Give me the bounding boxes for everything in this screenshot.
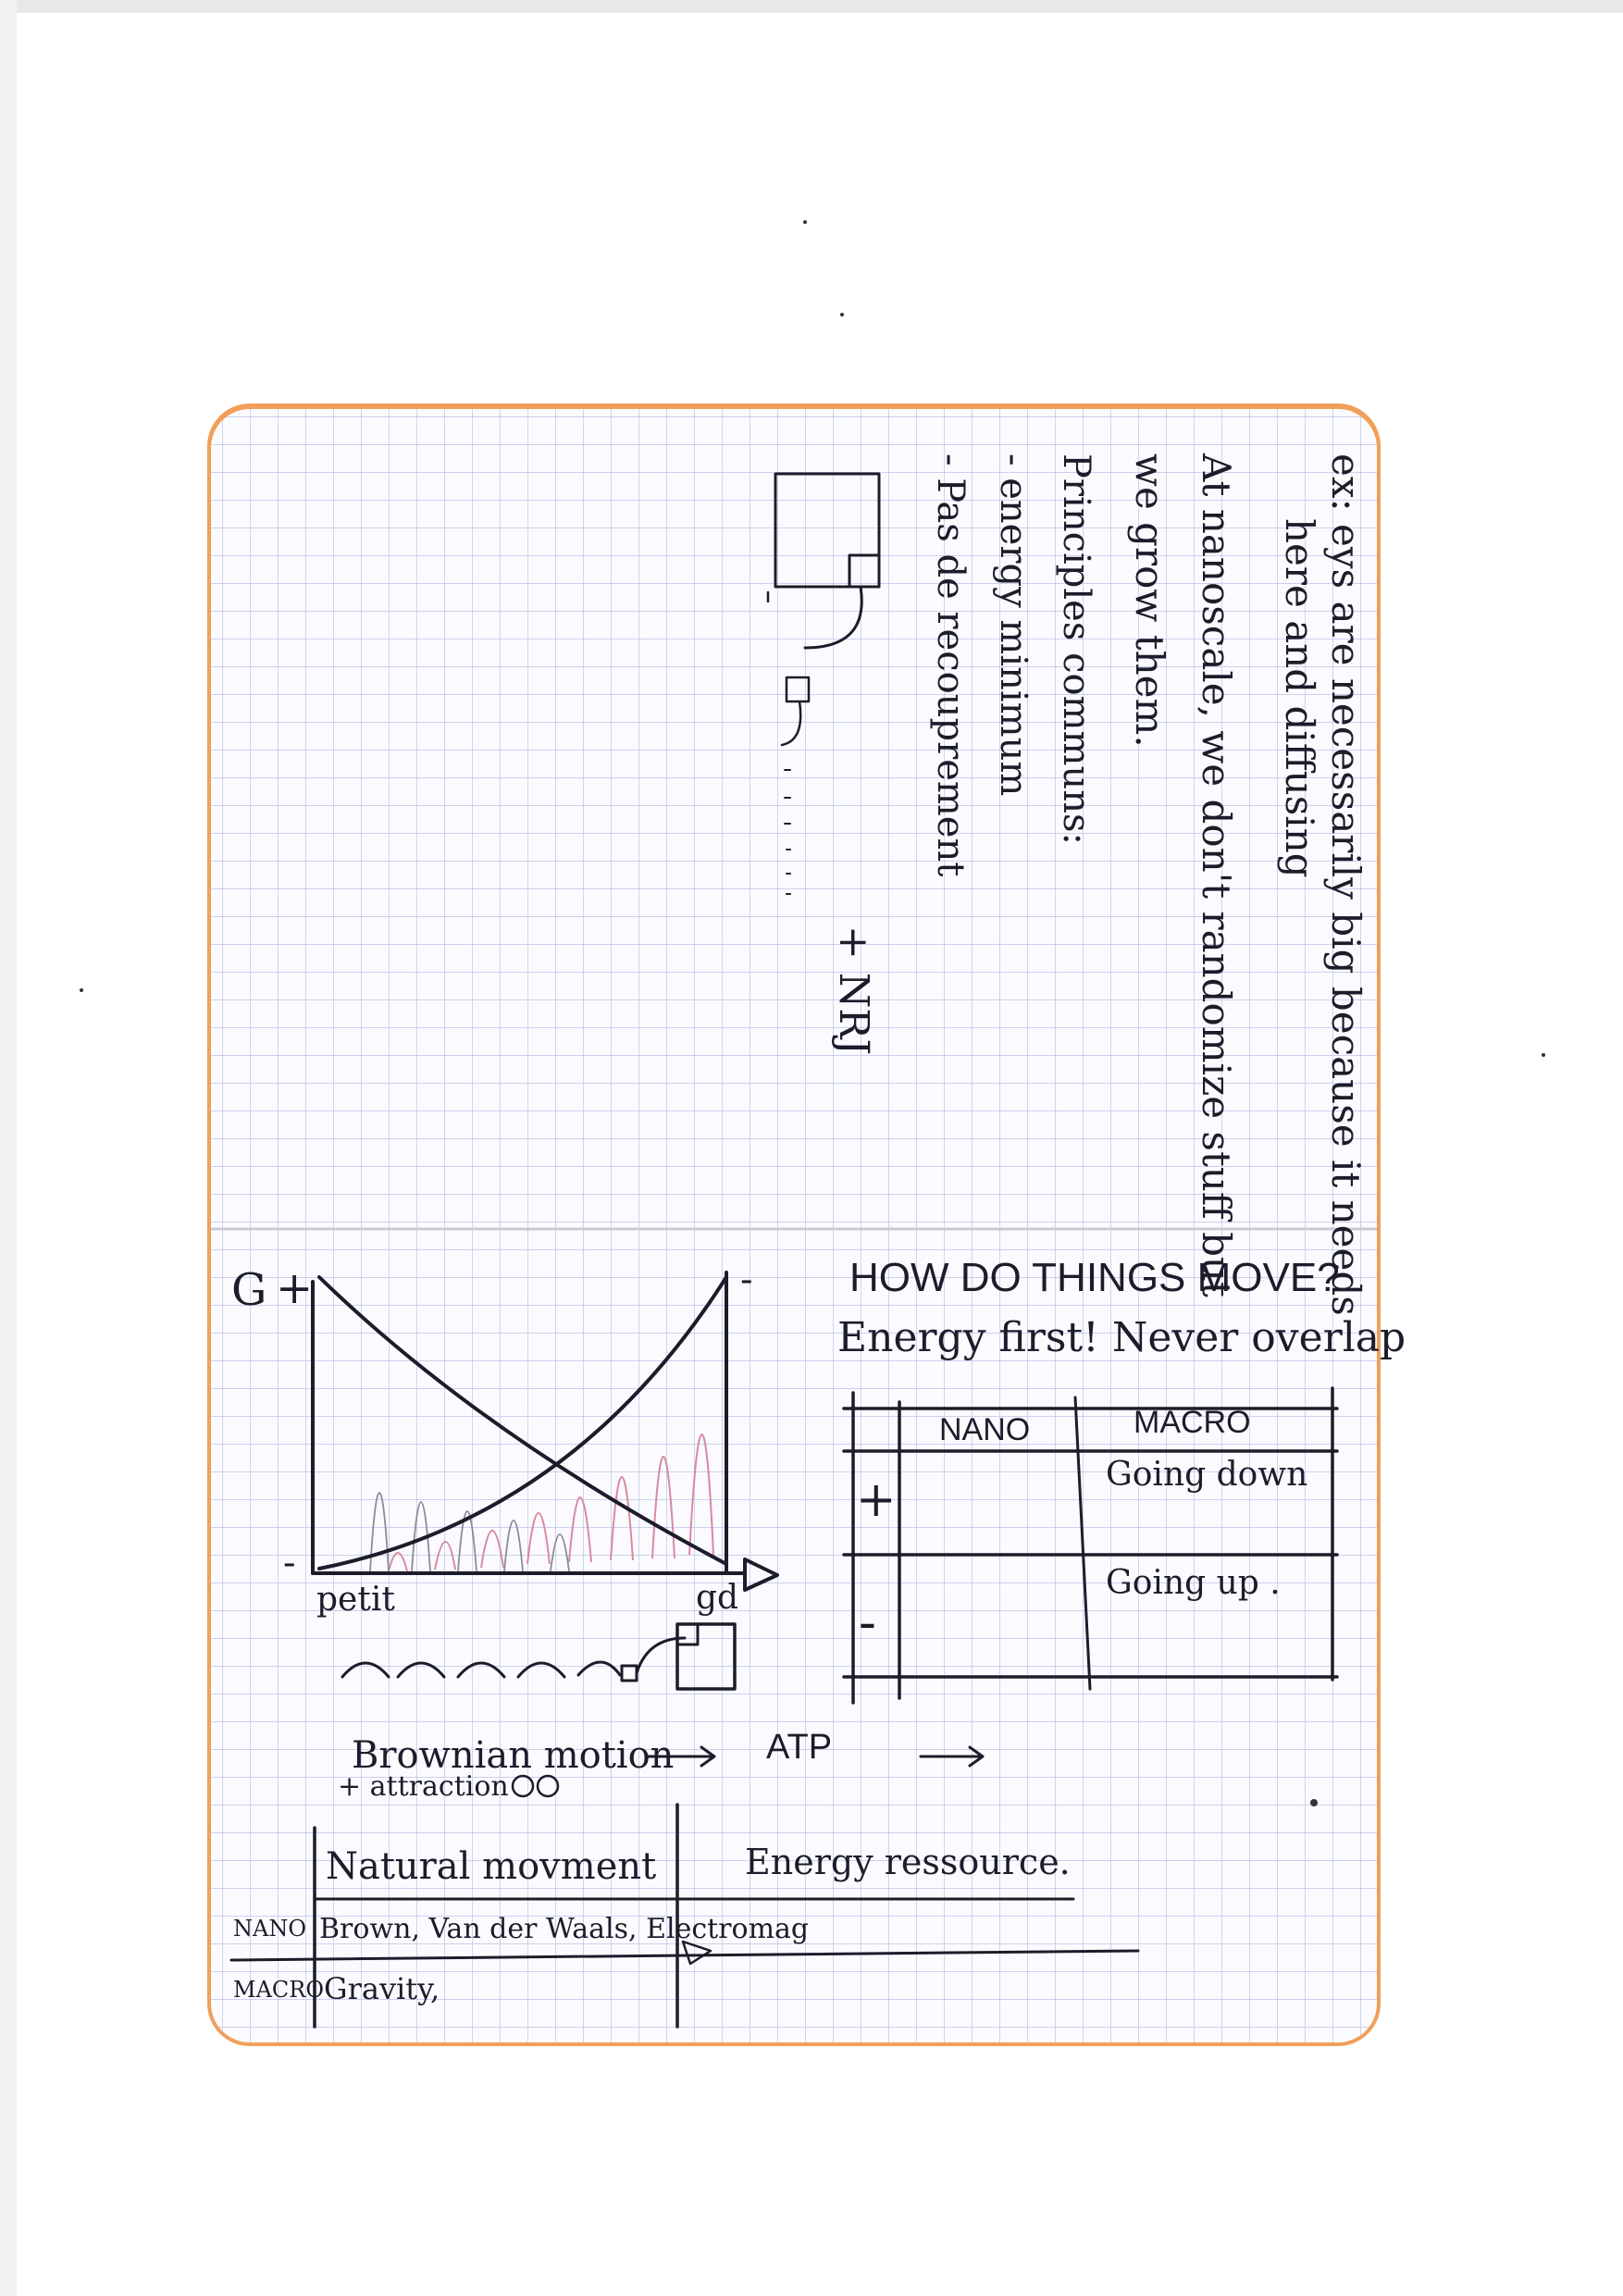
gray-hatching (369, 1492, 570, 1572)
note-line-4: we grow them. (1127, 453, 1172, 748)
x-axis-arrow (743, 1558, 779, 1592)
note-line-6: - energy minimum (992, 453, 1035, 796)
x-right-label: gd (696, 1579, 738, 1617)
question-subtitle: Energy first! Never overlap (837, 1314, 1406, 1361)
row-label-nano: NANO (233, 1916, 306, 1942)
y-axis-label: G (231, 1264, 266, 1316)
note-line-5: Principles communs: (1055, 453, 1097, 845)
cell-nano-natural: Brown, Van der Waals, Electromag (319, 1913, 809, 1945)
triangle-mark-icon (681, 1940, 712, 1966)
cell-going-up: Going up . (1106, 1564, 1281, 1602)
energy-graph: G + - - petit gd (231, 1259, 779, 1691)
increasing-curve (317, 1275, 728, 1570)
header-natural-movement: Natural movment (326, 1845, 656, 1888)
note-line-1: ex: eys are necessarily big because it n… (1323, 453, 1369, 1316)
y-top-right-mark: - (740, 1259, 753, 1301)
question-block: HOW DO THINGS MOVE? Energy first! Never … (837, 1255, 1406, 1361)
question-title: HOW DO THINGS MOVE? (849, 1255, 1340, 1300)
top-page-notes: ex: eys are necessarily big because it n… (766, 453, 1369, 1316)
chain-item-1-sub: + attraction (338, 1770, 509, 1803)
x-left-label: petit (316, 1581, 395, 1619)
nrj-note: + NRJ (830, 925, 877, 1055)
chain-item-1: Brownian motion (352, 1734, 674, 1777)
pink-hatching (388, 1433, 714, 1572)
row-sign-minus: - (859, 1593, 876, 1653)
decreasing-curve (317, 1275, 728, 1566)
chain-item-2: ATP (766, 1728, 832, 1767)
scan-specks (80, 220, 1545, 1806)
note-line-2: here and diffusing (1277, 518, 1322, 878)
y-plus-label: + (276, 1262, 313, 1314)
note-line-3: At nanoscale, we don't randomize stuff b… (1194, 453, 1239, 1297)
resource-table: Natural movment Energy ressource. NANO B… (229, 1803, 1140, 2029)
shrinking-squares-sketch (766, 472, 881, 895)
row-sign-plus: + (856, 1472, 897, 1528)
arrow-right-icon (646, 1745, 716, 1768)
minus-charge-icon (536, 1774, 560, 1798)
motion-table: NANO MACRO + - Going down Going up . (842, 1386, 1339, 1705)
arrow-right-icon-2 (919, 1745, 985, 1768)
col-header-nano: NANO (939, 1412, 1030, 1447)
process-chain: Brownian motion + attraction ATP (338, 1728, 985, 1803)
y-minus-label: - (283, 1542, 296, 1584)
col-header-macro: MACRO (1134, 1405, 1251, 1440)
grid-paper (211, 409, 1377, 2042)
plus-charge-icon (511, 1774, 535, 1798)
row-label-macro: MACRO (233, 1977, 324, 2003)
header-energy-resource: Energy ressource. (745, 1842, 1071, 1882)
bouncing-particle-sketch (341, 1622, 737, 1691)
note-line-7: - Pas de recouprement (929, 453, 972, 876)
cell-macro-natural: Gravity, (324, 1971, 440, 2006)
cell-going-down: Going down (1106, 1456, 1307, 1494)
